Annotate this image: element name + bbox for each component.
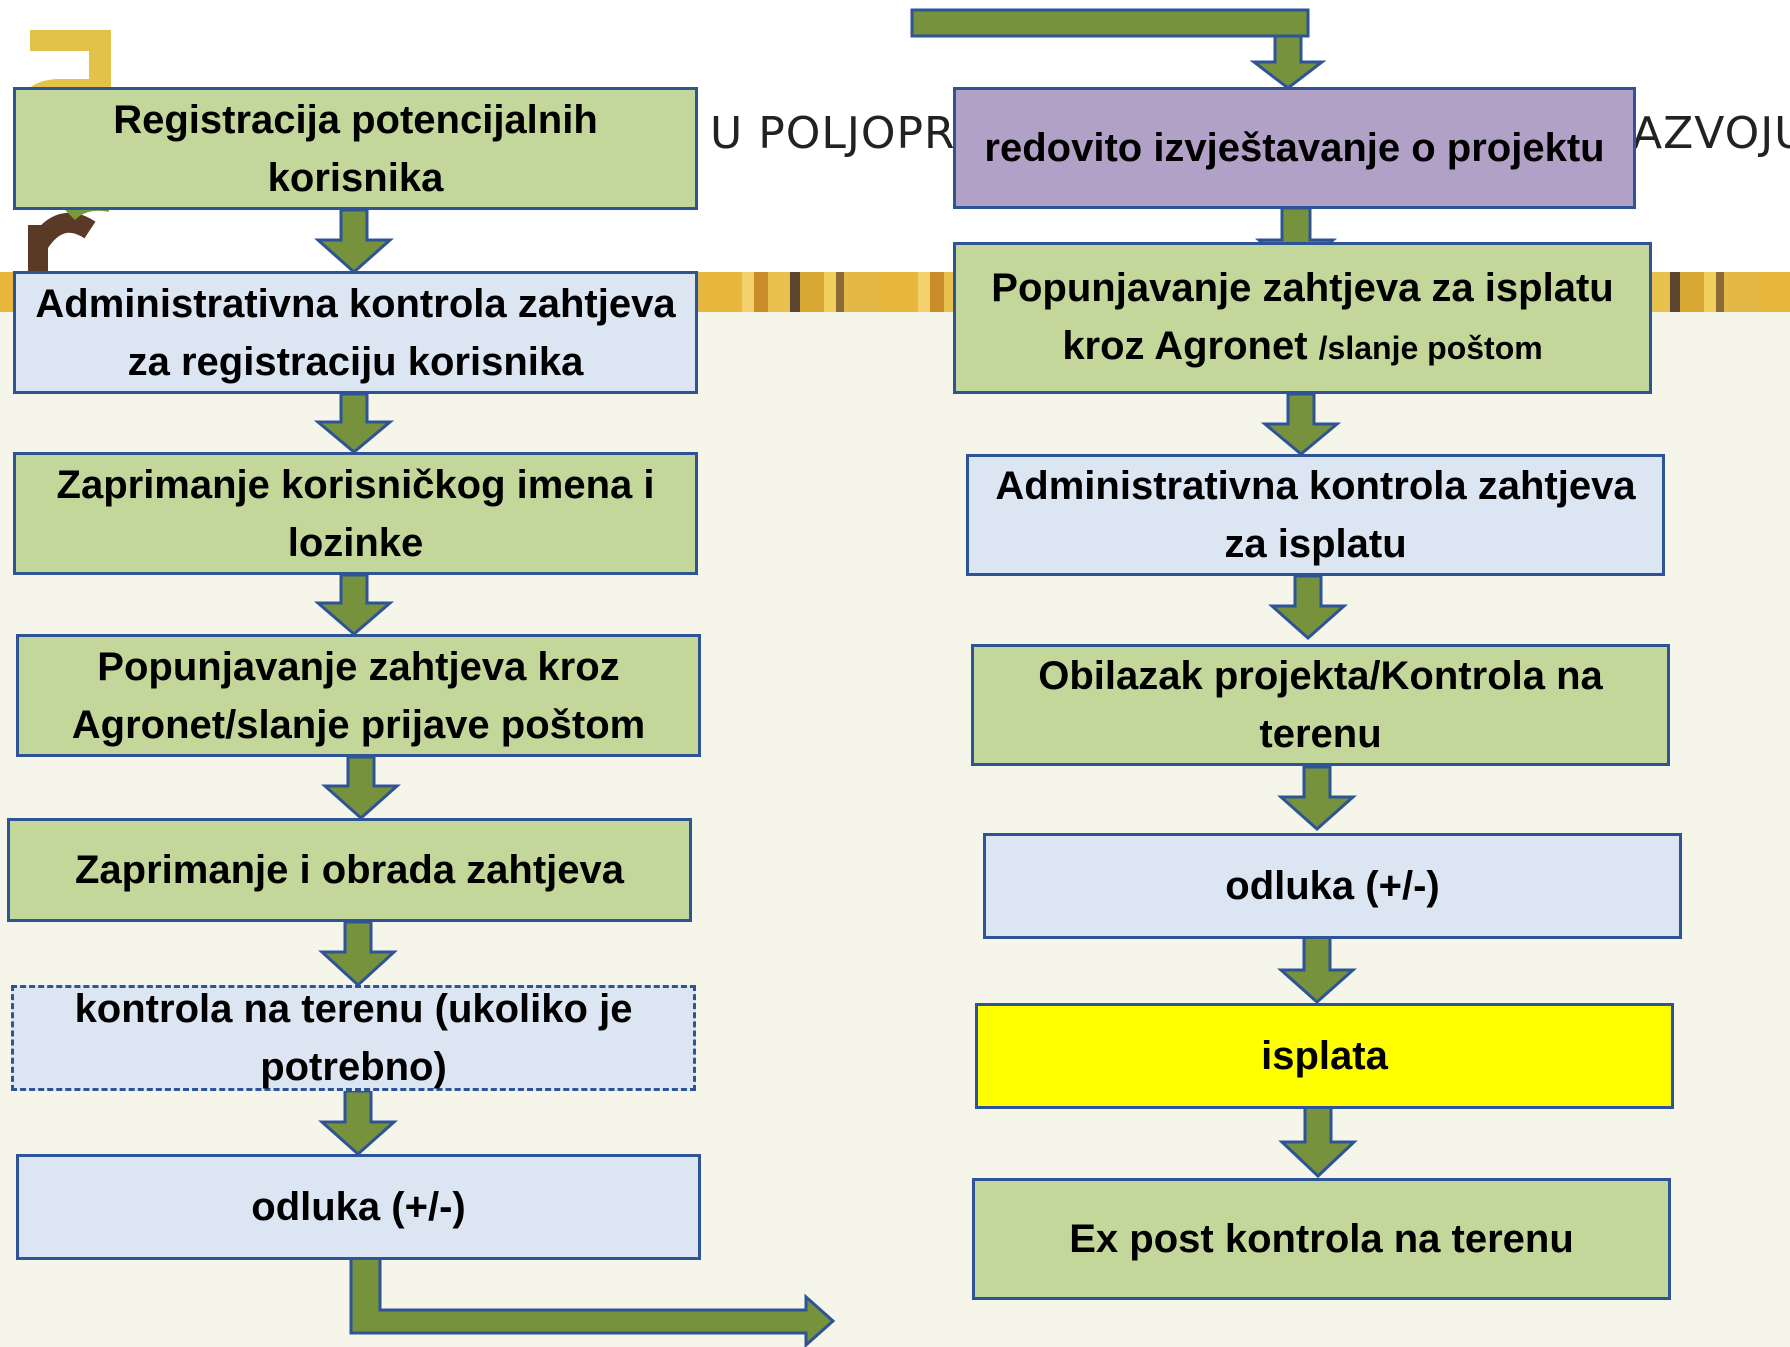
step-payment: isplata [975, 1003, 1674, 1109]
arrow-down [1277, 935, 1357, 1005]
arrow-down [313, 573, 395, 636]
arrow-down [1277, 765, 1357, 832]
arrow-down [313, 392, 395, 454]
step-decision: odluka (+/-) [16, 1154, 701, 1260]
step-admin-control-payment: Administrativna kontrola zahtjeva za isp… [966, 454, 1665, 576]
step-receive-process-application: Zaprimanje i obrada zahtjeva [7, 818, 692, 922]
step-ex-post-control: Ex post kontrola na terenu [972, 1178, 1671, 1300]
payment-request-mail-note: /slanje poštom [1318, 330, 1543, 366]
arrow-down [1260, 392, 1342, 456]
step-fill-application: Popunjavanje zahtjeva kroz Agronet/slanj… [16, 634, 701, 757]
step-project-visit: Obilazak projekta/Kontrola na terenu [971, 644, 1670, 766]
header-text-left: U POLJOPRIV [710, 108, 1001, 159]
step-receive-credentials: Zaprimanje korisničkog imena i lozinke [13, 452, 698, 575]
arrow-down [1249, 34, 1327, 90]
step-admin-control-registration: Administrativna kontrola zahtjeva za reg… [13, 271, 698, 394]
step-field-control-optional: kontrola na terenu (ukoliko je potrebno) [11, 985, 696, 1091]
header-text-right: AZVOJU [1632, 108, 1790, 159]
arrow-down [314, 208, 394, 275]
arrow-down [318, 920, 398, 988]
arrow-down [318, 1089, 398, 1157]
arrow-down [321, 755, 401, 821]
step-payment-request: Popunjavanje zahtjeva za isplatu kroz Ag… [953, 242, 1652, 394]
arrow-down [1268, 574, 1348, 641]
arrow-down [1278, 1104, 1358, 1179]
elbow-arrow-right [349, 1256, 836, 1347]
step-regular-reporting: redovito izvještavanje o projektu [953, 87, 1636, 209]
step-registration: Registracija potencijalnih korisnika [13, 87, 698, 210]
top-connector-bar [910, 8, 1310, 38]
payment-request-text: Popunjavanje zahtjeva za isplatu kroz Ag… [991, 266, 1614, 368]
step-decision-payment: odluka (+/-) [983, 833, 1682, 939]
